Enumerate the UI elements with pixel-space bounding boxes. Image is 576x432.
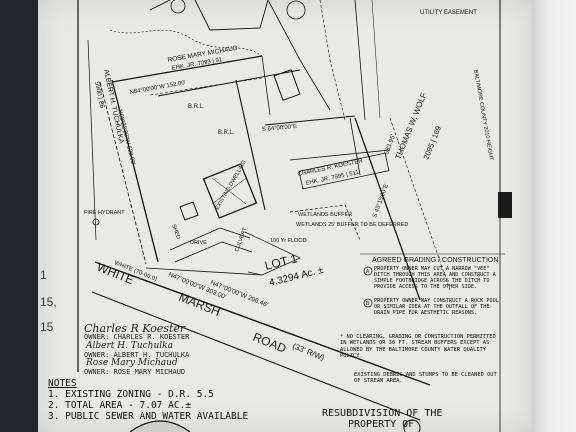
- bottom-line-label: S 64°00'00"E: [262, 124, 298, 133]
- corner-symbol: [403, 419, 421, 432]
- margin-note-3: 15: [40, 320, 54, 334]
- grading-heading: AGREED GRADING / CONSTRUCTION: [372, 257, 498, 264]
- resubdivision-line-2: PROPERTY OF: [348, 419, 415, 430]
- star-note: * NO CLEARING, GRADING OR CONSTRUCTION P…: [340, 334, 496, 360]
- resubdivision-line-1: RESUBDIVISION OF THE: [322, 408, 443, 419]
- road-name-road: ROAD: [251, 330, 289, 356]
- flood-label: 100 Yr FLOOD: [270, 238, 307, 244]
- resubdivision-title: RESUBDIVISION OF THE PROPERTY OF: [322, 408, 442, 430]
- debris-note: EXISTING DEBRIS AND STUMPS TO BE CLEANED…: [354, 372, 497, 385]
- margin-note-2: 15,: [40, 295, 57, 309]
- debris-note-text: EXISTING DEBRIS AND STUMPS TO BE CLEANED…: [354, 372, 497, 385]
- notes-item: 3. PUBLIC SEWER AND WATER AVAILABLE: [48, 411, 249, 422]
- margin-note-1: 1: [40, 268, 47, 282]
- parcel-ref-wolf: 2095 | 169: [422, 125, 444, 161]
- note-b: PROPERTY OWNER MAY CONSTRUCT A ROCK POOL…: [374, 298, 499, 316]
- east-line-label: S 43°15'00"E: [372, 183, 390, 218]
- brl-mid: B.R.L.: [218, 130, 235, 136]
- note-a-marker: A: [366, 269, 370, 275]
- notes-item: 2. TOTAL AREA - 7.07 AC.±: [48, 400, 191, 411]
- owner-koester: OWNER: CHARLES R. KOESTER: [84, 333, 190, 341]
- owner-michaud: OWNER: ROSE MARY MICHAUD: [84, 368, 186, 376]
- binding-clip: [498, 192, 512, 218]
- seal-partial: [129, 420, 191, 432]
- owner-tuchulka: OWNER: ALBERT H. TUCHULKA: [84, 351, 190, 359]
- shed-label: SHED: [170, 224, 181, 240]
- note-a-text: PROPERTY OWNER MAY CUT A NARROW "VEE" DI…: [374, 266, 496, 290]
- signature-tuchulka: Albert H. Tuchulka: [86, 341, 173, 351]
- signature-koester: Charles R Koester: [84, 322, 186, 335]
- notes-item: 1. EXISTING ZONING - D.R. 5.5: [48, 389, 214, 400]
- adjacent-sheet-edge: [532, 0, 576, 432]
- brl-top: B.R.L.: [188, 104, 205, 110]
- parcel-ref-tuchulka: 5900 | 86: [93, 81, 106, 109]
- wetlands-buffer-2-label: WETLANDS 25' BUFFER TO BE DEFERRED: [296, 222, 408, 228]
- parcel-label-county-road: BALTIMORE COUNTY 2010 HEIGHT: [472, 69, 494, 161]
- note-a: PROPERTY OWNER MAY CUT A NARROW "VEE" DI…: [374, 266, 496, 290]
- parcel-label-wolf: THOMAS W. WOLF: [394, 91, 429, 160]
- signature-michaud: Rose Mary Michaud: [86, 358, 178, 368]
- notes-title: NOTES: [48, 378, 77, 389]
- utility-easement-label: UTILITY EASEMENT: [420, 10, 477, 16]
- lot-label: LOT 1: [263, 251, 299, 273]
- star-note-text: * NO CLEARING, GRADING OR CONSTRUCTION P…: [340, 334, 496, 360]
- wetlands-buffer-label: WETLANDS BUFFER: [298, 212, 352, 218]
- drive-label: DRIVE: [190, 240, 207, 246]
- notes-block: NOTES 1. EXISTING ZONING - D.R. 5.5 2. T…: [48, 378, 248, 422]
- note-b-marker: B: [366, 301, 370, 307]
- fire-hydrant-label: FIRE HYDRANT: [84, 210, 125, 216]
- note-b-text: PROPERTY OWNER MAY CONSTRUCT A ROCK POOL…: [374, 298, 499, 316]
